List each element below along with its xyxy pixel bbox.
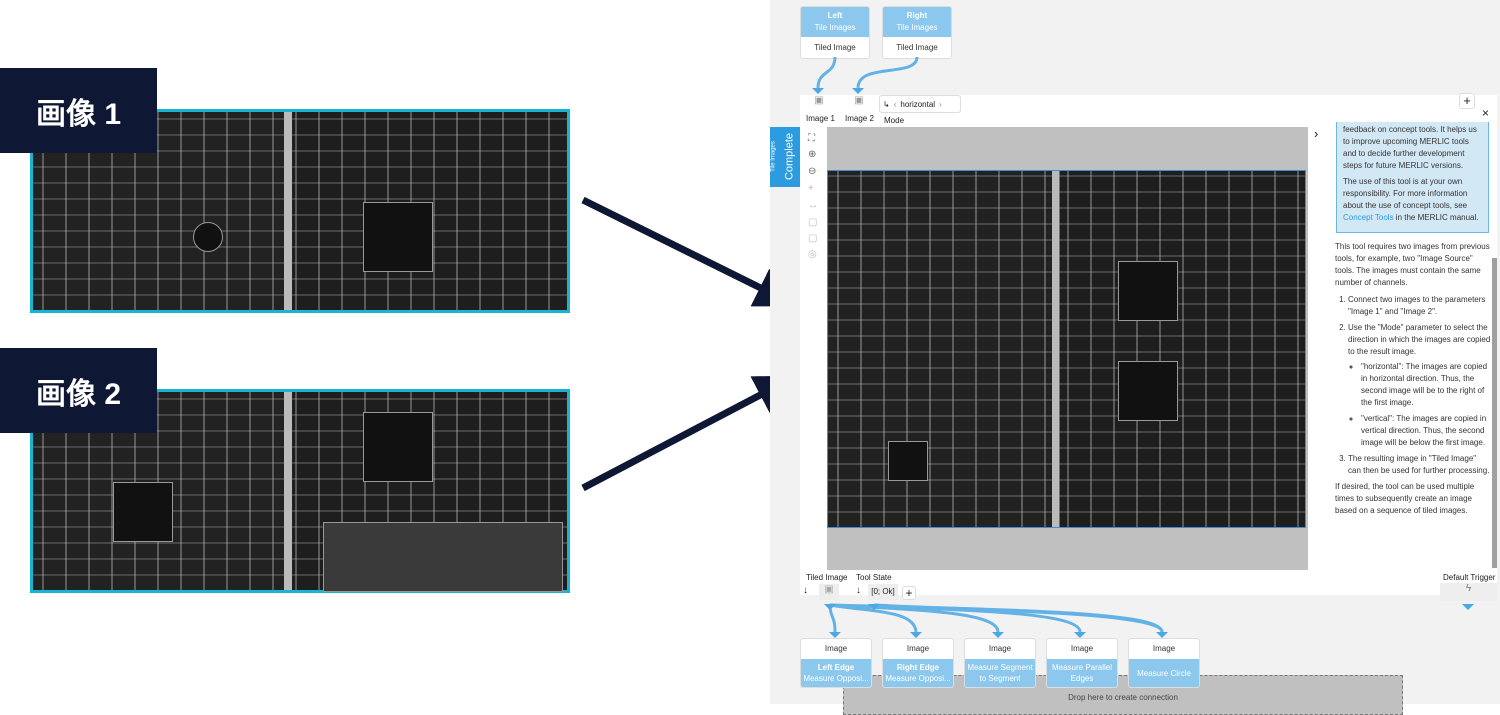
concept-note: feedback on concept tools. It helps us t… xyxy=(1336,122,1489,233)
add-output-button[interactable]: + xyxy=(902,586,916,600)
tool-name: Tile Images xyxy=(770,141,777,172)
chevron-left-icon[interactable]: ‹ xyxy=(893,99,897,109)
zoom-in-icon[interactable]: ⊕ xyxy=(808,149,817,160)
trigger-icon[interactable]: ϟ xyxy=(1440,583,1497,601)
settings-icon[interactable]: ◎ xyxy=(808,249,817,260)
image1-label: 画像 1 xyxy=(0,68,157,153)
add-parameter-button[interactable]: + xyxy=(1459,93,1475,109)
node-title: Left Edge xyxy=(817,663,855,672)
node-title: Right Edge xyxy=(896,663,940,672)
connections xyxy=(812,56,1474,638)
note-post: in the MERLIC manual. xyxy=(1393,213,1479,222)
note-pre: The use of this tool is at your own resp… xyxy=(1343,177,1468,210)
note-text-2: The use of this tool is at your own resp… xyxy=(1343,176,1482,224)
node-subtitle: Measure Opposi... xyxy=(885,674,951,683)
measure-icon[interactable]: ↔ xyxy=(808,200,818,211)
help-panel: feedback on concept tools. It helps us t… xyxy=(1330,122,1495,570)
help-step: The resulting image in "Tiled Image" can… xyxy=(1348,453,1491,477)
input-image2-label: Image 2 xyxy=(845,114,874,123)
expand-help-icon[interactable]: › xyxy=(1314,126,1319,141)
tool-state-value: [0; Ok] xyxy=(868,584,898,600)
help-body: This tool requires two images from previ… xyxy=(1330,233,1495,517)
help-intro: This tool requires two images from previ… xyxy=(1335,242,1490,287)
node-output[interactable]: Tiled Image xyxy=(896,43,938,52)
node-input[interactable]: Image xyxy=(988,644,1012,653)
node-title: Measure Circle xyxy=(1137,668,1191,678)
help-scrollbar[interactable] xyxy=(1492,258,1497,568)
output-arrow-icon: ↓ xyxy=(856,585,861,596)
image-icon[interactable]: ▣ xyxy=(854,95,864,106)
help-step-text: Use the "Mode" parameter to select the d… xyxy=(1348,323,1491,356)
note-text: feedback on concept tools. It helps us t… xyxy=(1343,125,1477,170)
mode-label: Mode xyxy=(884,116,905,125)
connection-line xyxy=(816,56,837,89)
help-outro: If desired, the tool can be used multipl… xyxy=(1335,482,1475,515)
help-step: Use the "Mode" parameter to select the d… xyxy=(1348,322,1491,449)
help-bullet: "vertical": The images are copied in ver… xyxy=(1361,413,1491,449)
output-tiled-image-label: Tiled Image xyxy=(806,573,848,582)
input-image1-label: Image 1 xyxy=(806,114,835,123)
tool-state-label: Complete xyxy=(783,132,796,181)
node-input[interactable]: Image xyxy=(1152,644,1176,653)
node-input[interactable]: Image xyxy=(1070,644,1094,653)
connection-line xyxy=(856,56,919,89)
default-trigger-label: Default Trigger xyxy=(1443,573,1496,582)
arrow-1 xyxy=(581,196,798,307)
tiled-image xyxy=(827,170,1306,528)
node-input[interactable]: Image xyxy=(906,644,930,653)
mode-selector[interactable]: ↳‹ horizontal› xyxy=(879,95,961,113)
crosshair-icon[interactable]: + xyxy=(808,183,814,194)
roi-icon[interactable]: ▢ xyxy=(808,217,818,228)
output-tool-state-label: Tool State xyxy=(856,573,892,582)
node-title: Measure Parallel Edges xyxy=(1051,663,1113,683)
node-title: Left xyxy=(827,11,843,20)
help-step: Connect two images to the parameters "Im… xyxy=(1348,294,1491,318)
mode-value: horizontal xyxy=(900,99,936,109)
help-bullet: "horizontal": The images are copied in h… xyxy=(1361,361,1491,409)
node-output[interactable]: Tiled Image xyxy=(814,43,856,52)
input-arrow-icon: ↳ xyxy=(883,99,890,109)
node-title: Measure Segment to Segment xyxy=(967,663,1033,683)
zoom-out-icon[interactable]: ⊖ xyxy=(808,166,817,177)
tool-side-tab[interactable]: Tile Images Complete xyxy=(770,127,800,187)
image-icon[interactable]: ▣ xyxy=(814,95,824,106)
roi-edit-icon[interactable]: ▢ xyxy=(808,233,818,244)
image-viewer[interactable] xyxy=(827,127,1308,570)
close-icon[interactable]: × xyxy=(1482,106,1490,120)
output-arrow-icon: ↓ xyxy=(803,585,808,596)
node-title: Right xyxy=(906,11,928,20)
fit-icon[interactable]: ⛶ xyxy=(808,133,815,144)
image2-label: 画像 2 xyxy=(0,348,157,433)
concept-tools-link[interactable]: Concept Tools xyxy=(1343,213,1394,222)
arrows xyxy=(581,196,798,492)
arrow-2 xyxy=(581,375,798,492)
node-subtitle: Tile Images xyxy=(814,23,856,32)
node-input[interactable]: Image xyxy=(824,644,848,653)
chevron-right-icon[interactable]: › xyxy=(939,99,942,109)
node-subtitle: Tile Images xyxy=(896,23,938,32)
node-subtitle: Measure Opposi... xyxy=(803,674,869,683)
image-icon[interactable]: ▣ xyxy=(819,584,839,600)
